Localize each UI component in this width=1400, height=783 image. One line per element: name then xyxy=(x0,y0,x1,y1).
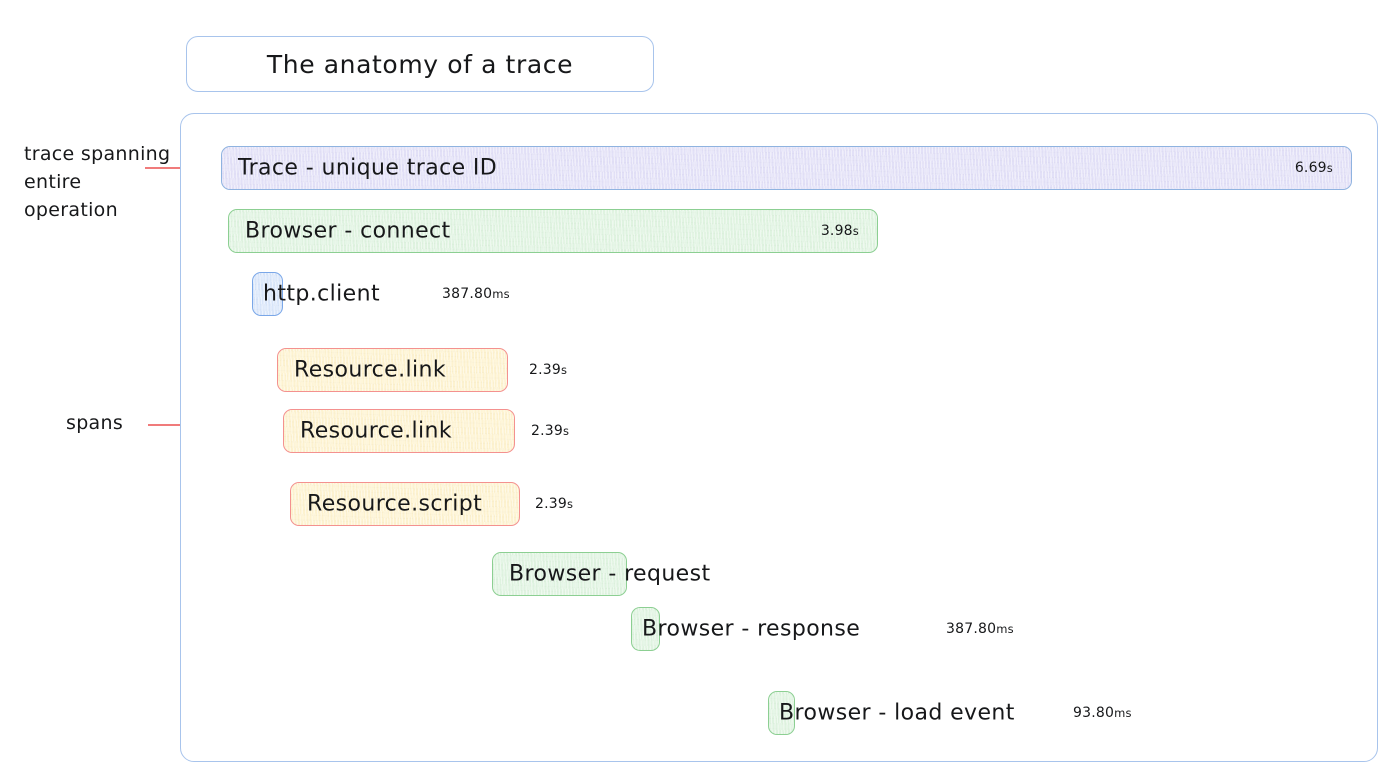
span-row-http-client[interactable]: http.client 387.80ms xyxy=(252,272,510,316)
span-duration: 2.39s xyxy=(531,423,570,439)
span-bar-resource-link-2[interactable]: Resource.link xyxy=(283,409,515,453)
span-label: Browser - connect xyxy=(245,218,451,244)
span-row-browser-response[interactable]: Browser - response 387.80ms xyxy=(631,607,1014,651)
span-label: Trace - unique trace ID xyxy=(238,155,498,181)
span-label: Browser - request xyxy=(509,561,711,587)
span-bar-resource-link-1[interactable]: Resource.link xyxy=(277,348,508,392)
span-duration: 3.98s xyxy=(820,223,859,239)
span-row-browser-connect[interactable]: Browser - connect 3.98s xyxy=(228,209,878,253)
span-bar-http-client[interactable]: http.client xyxy=(252,272,380,316)
annotation-trace-spanning-entire-operation: trace spanning entire operation xyxy=(24,143,171,221)
span-label: http.client xyxy=(263,281,380,307)
span-row-browser-load-event[interactable]: Browser - load event 93.80ms xyxy=(768,691,1132,735)
span-row-browser-request[interactable]: Browser - request xyxy=(492,552,710,596)
span-label: Resource.link xyxy=(300,418,452,444)
annotation-spans: spans xyxy=(66,412,124,434)
span-duration: 6.69s xyxy=(1294,160,1333,176)
span-bar-browser-connect[interactable]: Browser - connect 3.98s xyxy=(228,209,878,253)
span-duration: 2.39s xyxy=(529,362,568,378)
span-duration: 93.80ms xyxy=(1073,705,1132,721)
span-duration: 2.39s xyxy=(535,496,574,512)
span-row-resource-link-2[interactable]: Resource.link 2.39s xyxy=(283,409,569,453)
page-title: The anatomy of a trace xyxy=(266,49,574,79)
span-row-trace[interactable]: Trace - unique trace ID 6.69s xyxy=(221,146,1352,190)
span-label: Browser - load event xyxy=(779,700,1015,726)
span-row-resource-link-1[interactable]: Resource.link 2.39s xyxy=(277,348,567,392)
span-bar-browser-request[interactable]: Browser - request xyxy=(492,552,710,596)
span-bar-browser-response[interactable]: Browser - response xyxy=(631,607,860,651)
span-bar-resource-script[interactable]: Resource.script xyxy=(290,482,520,526)
span-label: Resource.script xyxy=(307,491,483,517)
span-label: Resource.link xyxy=(294,357,446,383)
span-duration: 387.80ms xyxy=(946,621,1014,637)
span-row-resource-script[interactable]: Resource.script 2.39s xyxy=(290,482,573,526)
span-bar-browser-load-event[interactable]: Browser - load event xyxy=(768,691,1014,735)
span-duration: 387.80ms xyxy=(442,286,510,302)
span-label: Browser - response xyxy=(642,616,861,642)
diagram-title-card: The anatomy of a trace xyxy=(186,36,654,92)
trace-leader-line xyxy=(145,167,207,169)
span-bar-trace[interactable]: Trace - unique trace ID 6.69s xyxy=(221,146,1352,190)
